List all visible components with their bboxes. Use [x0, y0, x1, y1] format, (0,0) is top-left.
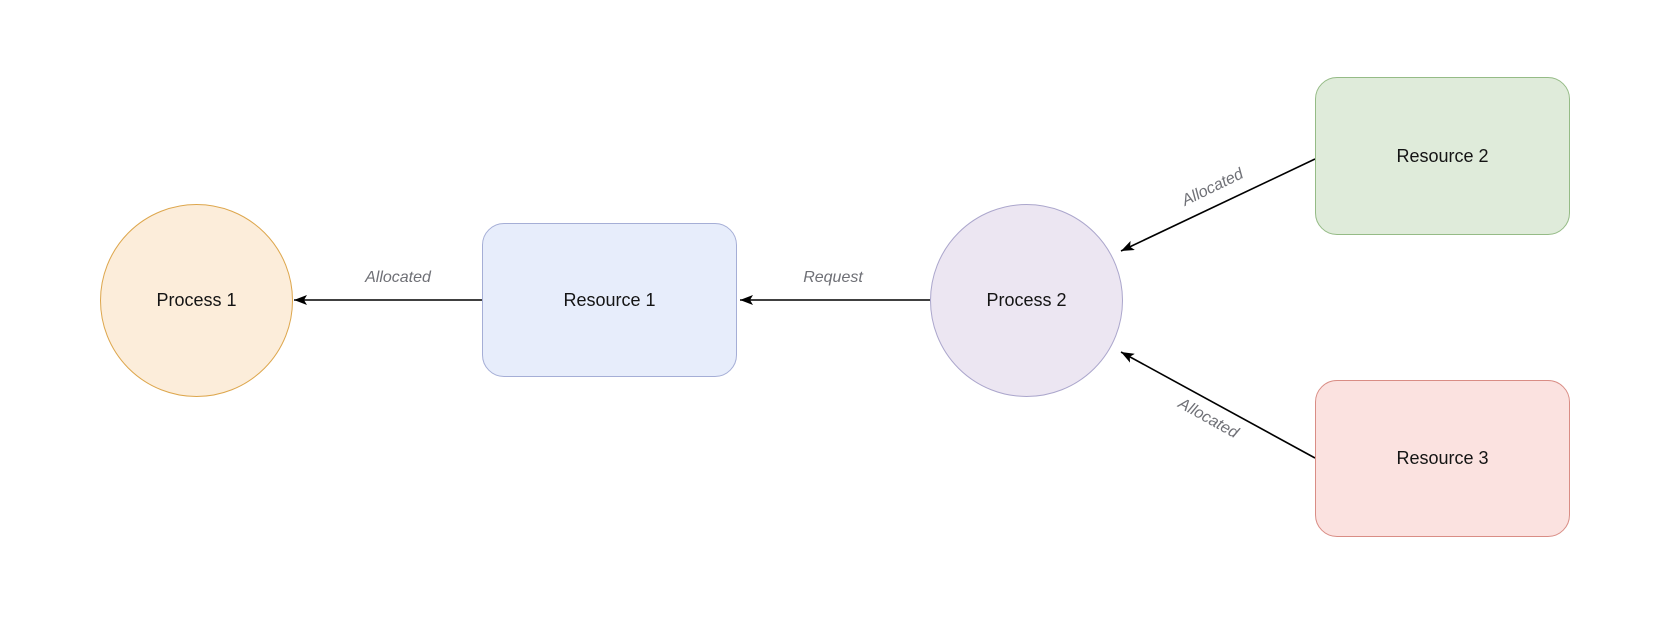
node-resource-2-label: Resource 2 — [1396, 145, 1489, 166]
node-process-1[interactable]: Process 1 — [100, 204, 293, 397]
node-process-1-label: Process 1 — [156, 290, 237, 310]
node-resource-1[interactable]: Resource 1 — [482, 223, 737, 377]
edge-label-request-p2-r1[interactable]: Request — [803, 269, 863, 286]
node-resource-1-label: Resource 1 — [563, 289, 656, 310]
node-resource-3-label: Resource 3 — [1396, 448, 1489, 468]
node-resource-3[interactable]: Resource 3 — [1315, 380, 1570, 537]
node-process-2-label: Process 2 — [986, 290, 1067, 310]
edge-label-allocated-r1-p1[interactable]: Allocated — [365, 269, 431, 286]
edge-resource3-to-process2[interactable] — [1120, 351, 1316, 459]
node-process-2[interactable]: Process 2 — [930, 204, 1123, 397]
edge-resource2-to-process2[interactable] — [1120, 158, 1316, 252]
node-resource-2[interactable]: Resource 2 — [1315, 77, 1570, 235]
